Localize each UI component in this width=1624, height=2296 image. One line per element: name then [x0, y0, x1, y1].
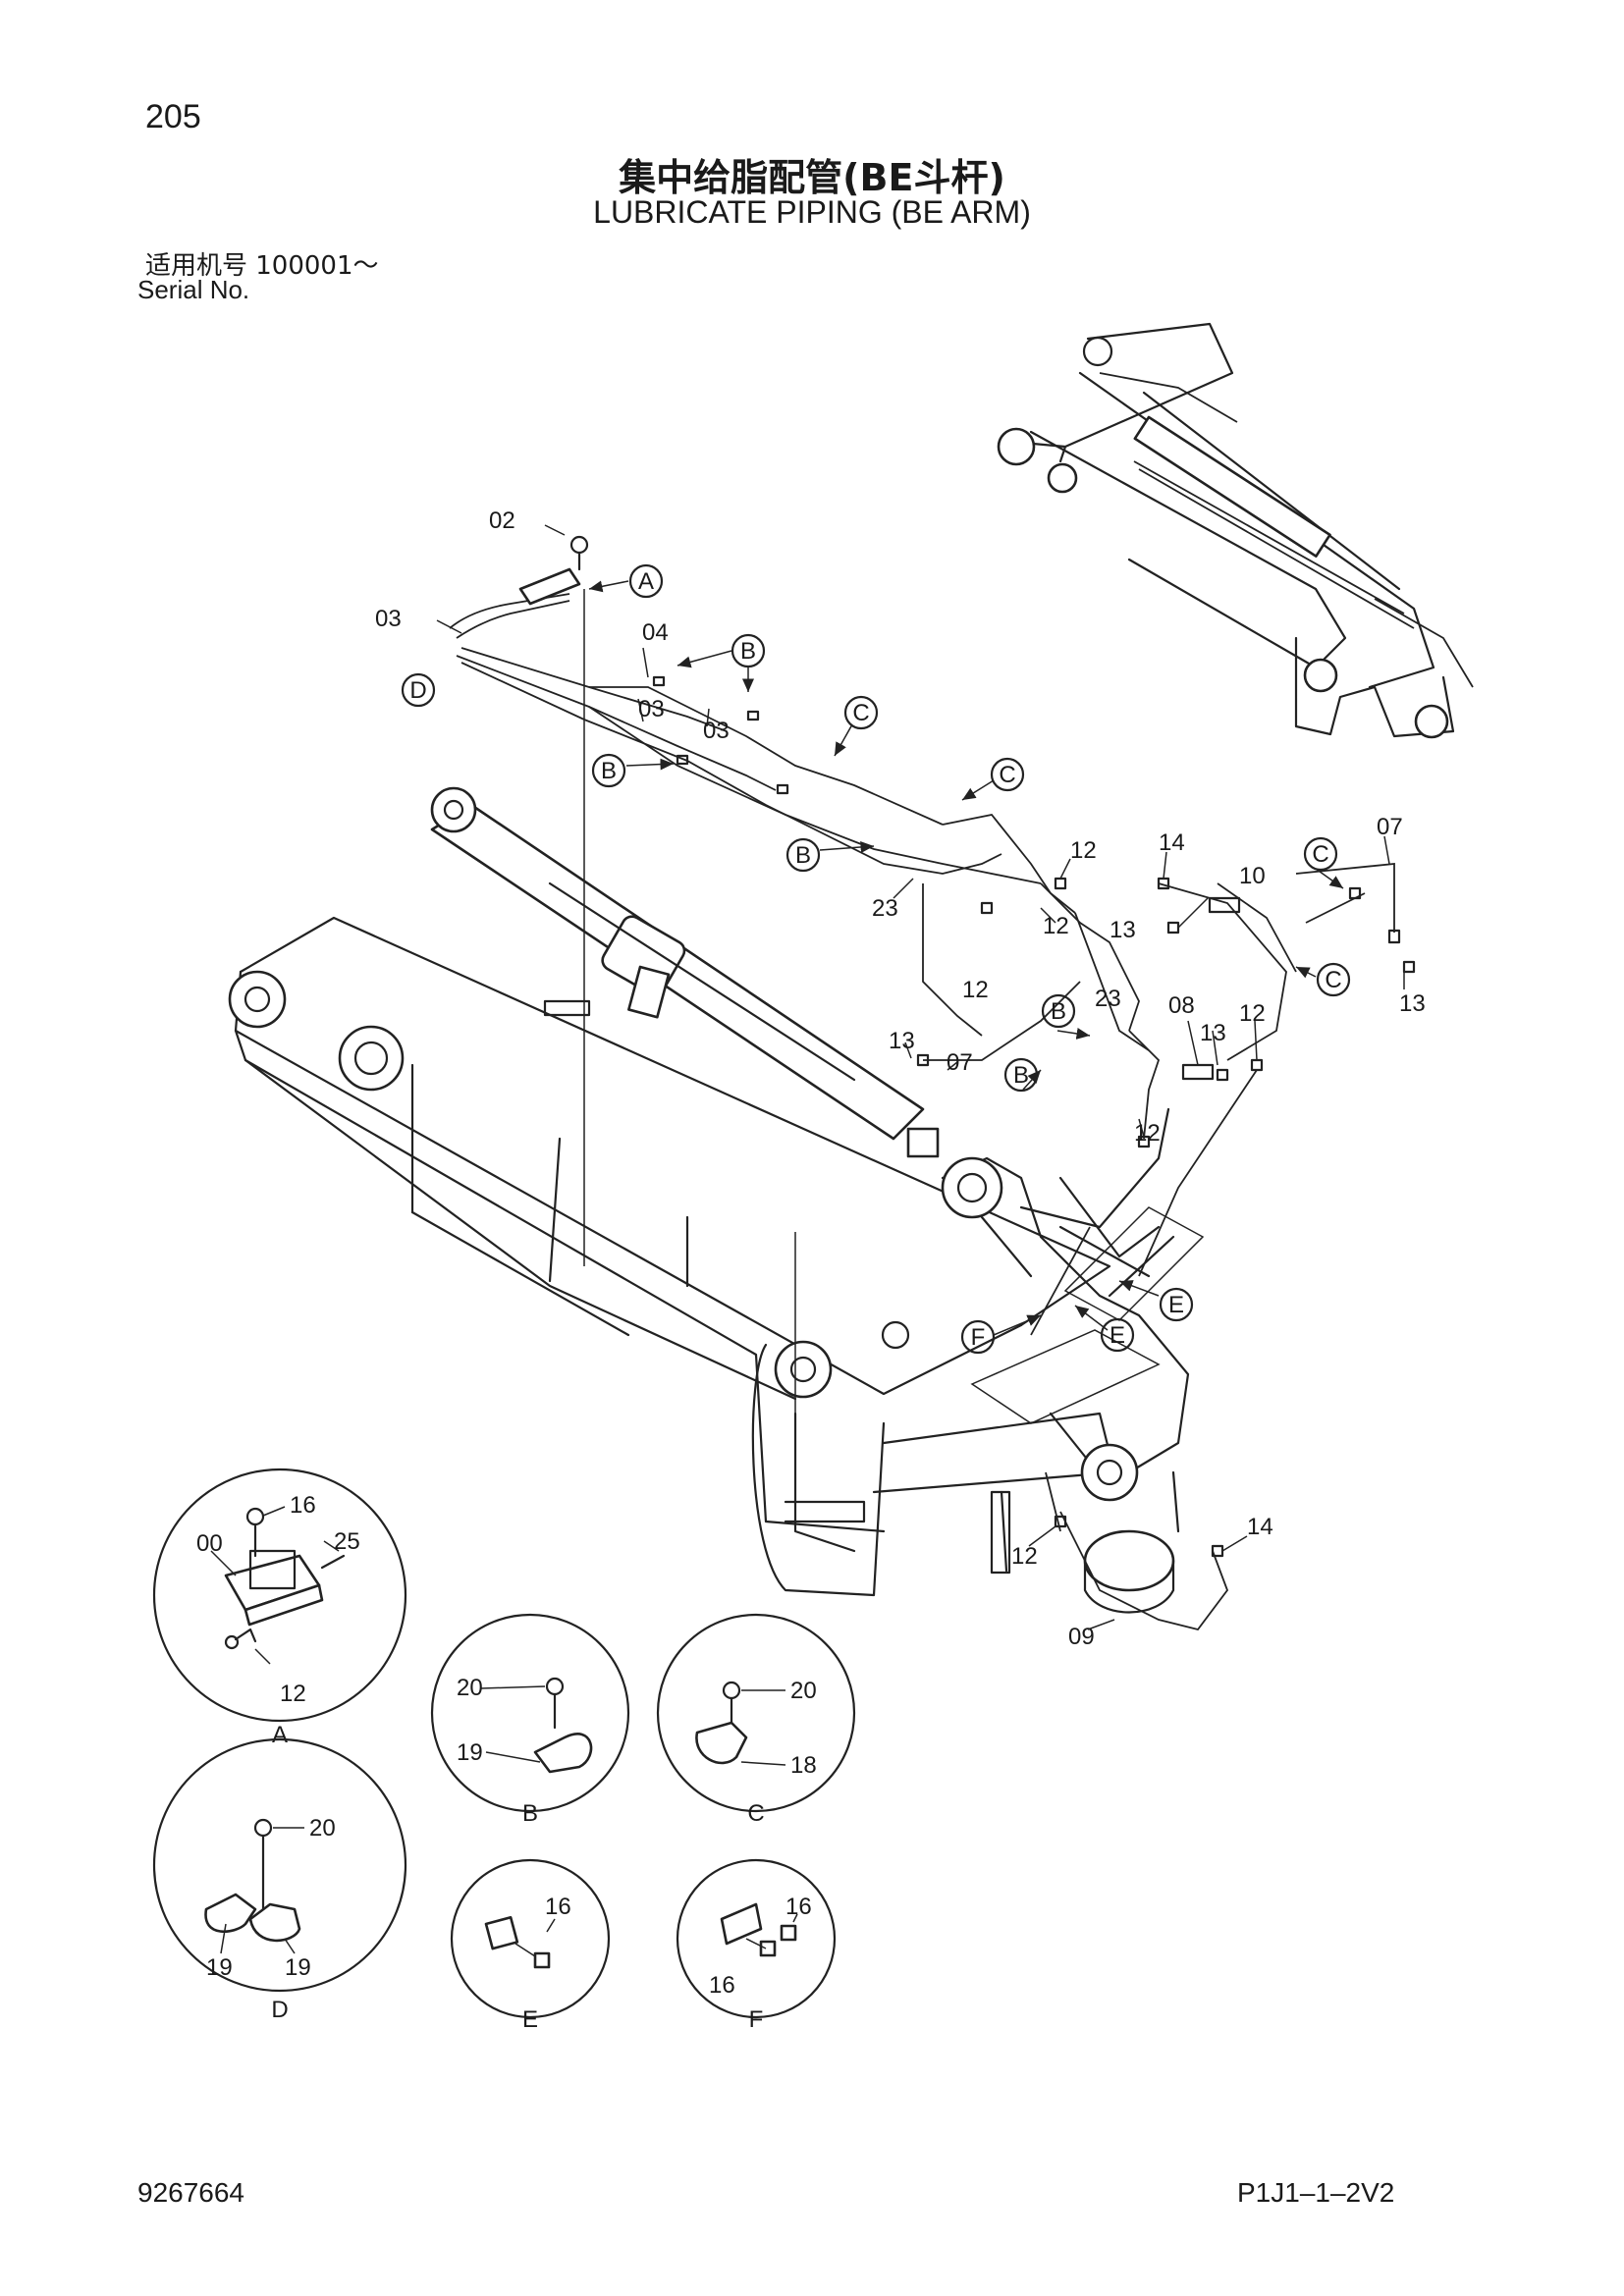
callout-labels: 02 03 04 03 03 23 12 12 12 14 10 07 13 1… — [375, 507, 1426, 1650]
detail-view-d: 20 19 19 D — [152, 1737, 407, 2023]
ref-bubble-c: B — [1003, 1057, 1039, 1093]
callout-12: 12 — [962, 977, 989, 1003]
callout-04: 04 — [642, 619, 669, 646]
svg-text:B: B — [740, 638, 756, 665]
detail-view-b: 20 19 B — [430, 1613, 630, 1827]
svg-text:B: B — [1051, 998, 1066, 1025]
detail-view-f: 16 16 F — [676, 1858, 837, 2033]
callout-13: 13 — [889, 1028, 915, 1054]
callout-09: 09 — [1068, 1624, 1095, 1650]
ref-bubble-e: E — [1100, 1317, 1135, 1353]
svg-text:E: E — [1168, 1292, 1184, 1318]
callout-14: 14 — [1159, 829, 1185, 856]
svg-text:C: C — [999, 762, 1015, 788]
detail-e-label-16: 16 — [545, 1894, 571, 1920]
callout-12: 12 — [1239, 1000, 1266, 1027]
detail-view-a: 16 00 25 12 A — [152, 1468, 407, 1748]
ref-bubble-c: C — [1303, 836, 1338, 872]
detail-c-label-20: 20 — [790, 1678, 817, 1704]
serial-label-chinese: 适用机号 100001～ — [145, 251, 379, 281]
callout-13: 13 — [1200, 1020, 1226, 1046]
serial-label-english: Serial No. — [137, 275, 250, 304]
arm-structure — [228, 786, 1205, 1614]
ref-bubble-e: E — [1159, 1287, 1194, 1322]
svg-text:B: B — [795, 842, 811, 869]
ref-bubble-c: C — [1316, 962, 1351, 997]
svg-text:C: C — [1325, 967, 1341, 993]
detail-f-label-16: 16 — [709, 1972, 735, 1999]
drawing-code: P1J1–1–2V2 — [1237, 2177, 1395, 2208]
detail-a-label-25: 25 — [334, 1528, 360, 1555]
detail-c-label-18: 18 — [790, 1752, 817, 1779]
callout-12: 12 — [1011, 1543, 1038, 1570]
callout-12: 12 — [1043, 913, 1069, 939]
detail-f-title: F — [749, 2006, 764, 2033]
ref-bubble-f: F — [960, 1319, 996, 1355]
detail-d-label-19: 19 — [285, 1954, 311, 1981]
callout-13: 13 — [1110, 917, 1136, 943]
leader-lines — [436, 524, 1405, 1630]
pipe-fittings — [652, 675, 1416, 1558]
callout-03: 03 — [703, 718, 730, 744]
callout-13: 13 — [1399, 990, 1426, 1017]
callout-03: 03 — [375, 606, 402, 632]
ref-bubble-b: B — [1041, 993, 1076, 1029]
manifold-block — [518, 535, 589, 606]
ref-bubble-d: D — [401, 672, 436, 708]
callout-07: 07 — [1377, 814, 1403, 840]
ref-bubble-c: C — [990, 757, 1025, 792]
svg-text:F: F — [971, 1324, 986, 1351]
callout-07: 07 — [947, 1049, 973, 1076]
callout-12: 12 — [1070, 837, 1097, 864]
page-title-chinese: 集中给脂配管(BE斗杆) — [619, 156, 1005, 199]
detail-a-title: A — [272, 1722, 288, 1748]
svg-text:C: C — [1312, 841, 1328, 868]
svg-text:D: D — [409, 677, 426, 704]
detail-a-label-16: 16 — [290, 1492, 316, 1519]
detail-b-label-19: 19 — [457, 1739, 483, 1766]
callout-10: 10 — [1239, 863, 1266, 889]
ref-bubble-c: C — [843, 695, 879, 730]
detail-view-e: 16 E — [450, 1858, 611, 2033]
callout-12: 12 — [1134, 1120, 1161, 1147]
ref-bubble-b: B — [785, 837, 821, 873]
page-number: 205 — [145, 98, 201, 135]
callout-03: 03 — [638, 696, 665, 722]
ref-bubble-b: B — [591, 753, 626, 788]
callout-14: 14 — [1247, 1514, 1273, 1540]
svg-text:B: B — [1013, 1062, 1029, 1089]
lube-pipes — [436, 524, 1416, 1631]
svg-text:B: B — [601, 758, 617, 784]
svg-text:C: C — [852, 700, 869, 726]
svg-text:E: E — [1110, 1322, 1125, 1349]
arm-overview-inset — [997, 322, 1474, 739]
detail-a-label-12: 12 — [280, 1681, 306, 1707]
detail-d-label-19: 19 — [206, 1954, 233, 1981]
callout-23: 23 — [1095, 986, 1121, 1012]
reference-bubbles: A D B B B C C C C B B E E F — [401, 563, 1351, 1355]
ref-bubble-a: A — [628, 563, 664, 599]
reference-arrows — [588, 580, 1344, 1336]
detail-e-title: E — [522, 2006, 538, 2033]
page-title-english: LUBRICATE PIPING (BE ARM) — [593, 194, 1031, 230]
detail-d-label-20: 20 — [309, 1815, 336, 1842]
document-code: 9267664 — [137, 2177, 245, 2208]
callout-23: 23 — [872, 895, 898, 922]
detail-a-label-00: 00 — [196, 1530, 223, 1557]
callout-08: 08 — [1168, 992, 1195, 1019]
detail-c-title: C — [747, 1800, 764, 1827]
svg-text:A: A — [638, 568, 654, 595]
detail-b-label-20: 20 — [457, 1675, 483, 1701]
detail-view-c: 20 18 C — [656, 1613, 856, 1827]
detail-f-label-16: 16 — [785, 1894, 812, 1920]
detail-d-title: D — [271, 1997, 288, 2023]
callout-02: 02 — [489, 507, 515, 534]
ref-bubble-b: B — [731, 633, 766, 668]
detail-b-title: B — [522, 1800, 538, 1827]
